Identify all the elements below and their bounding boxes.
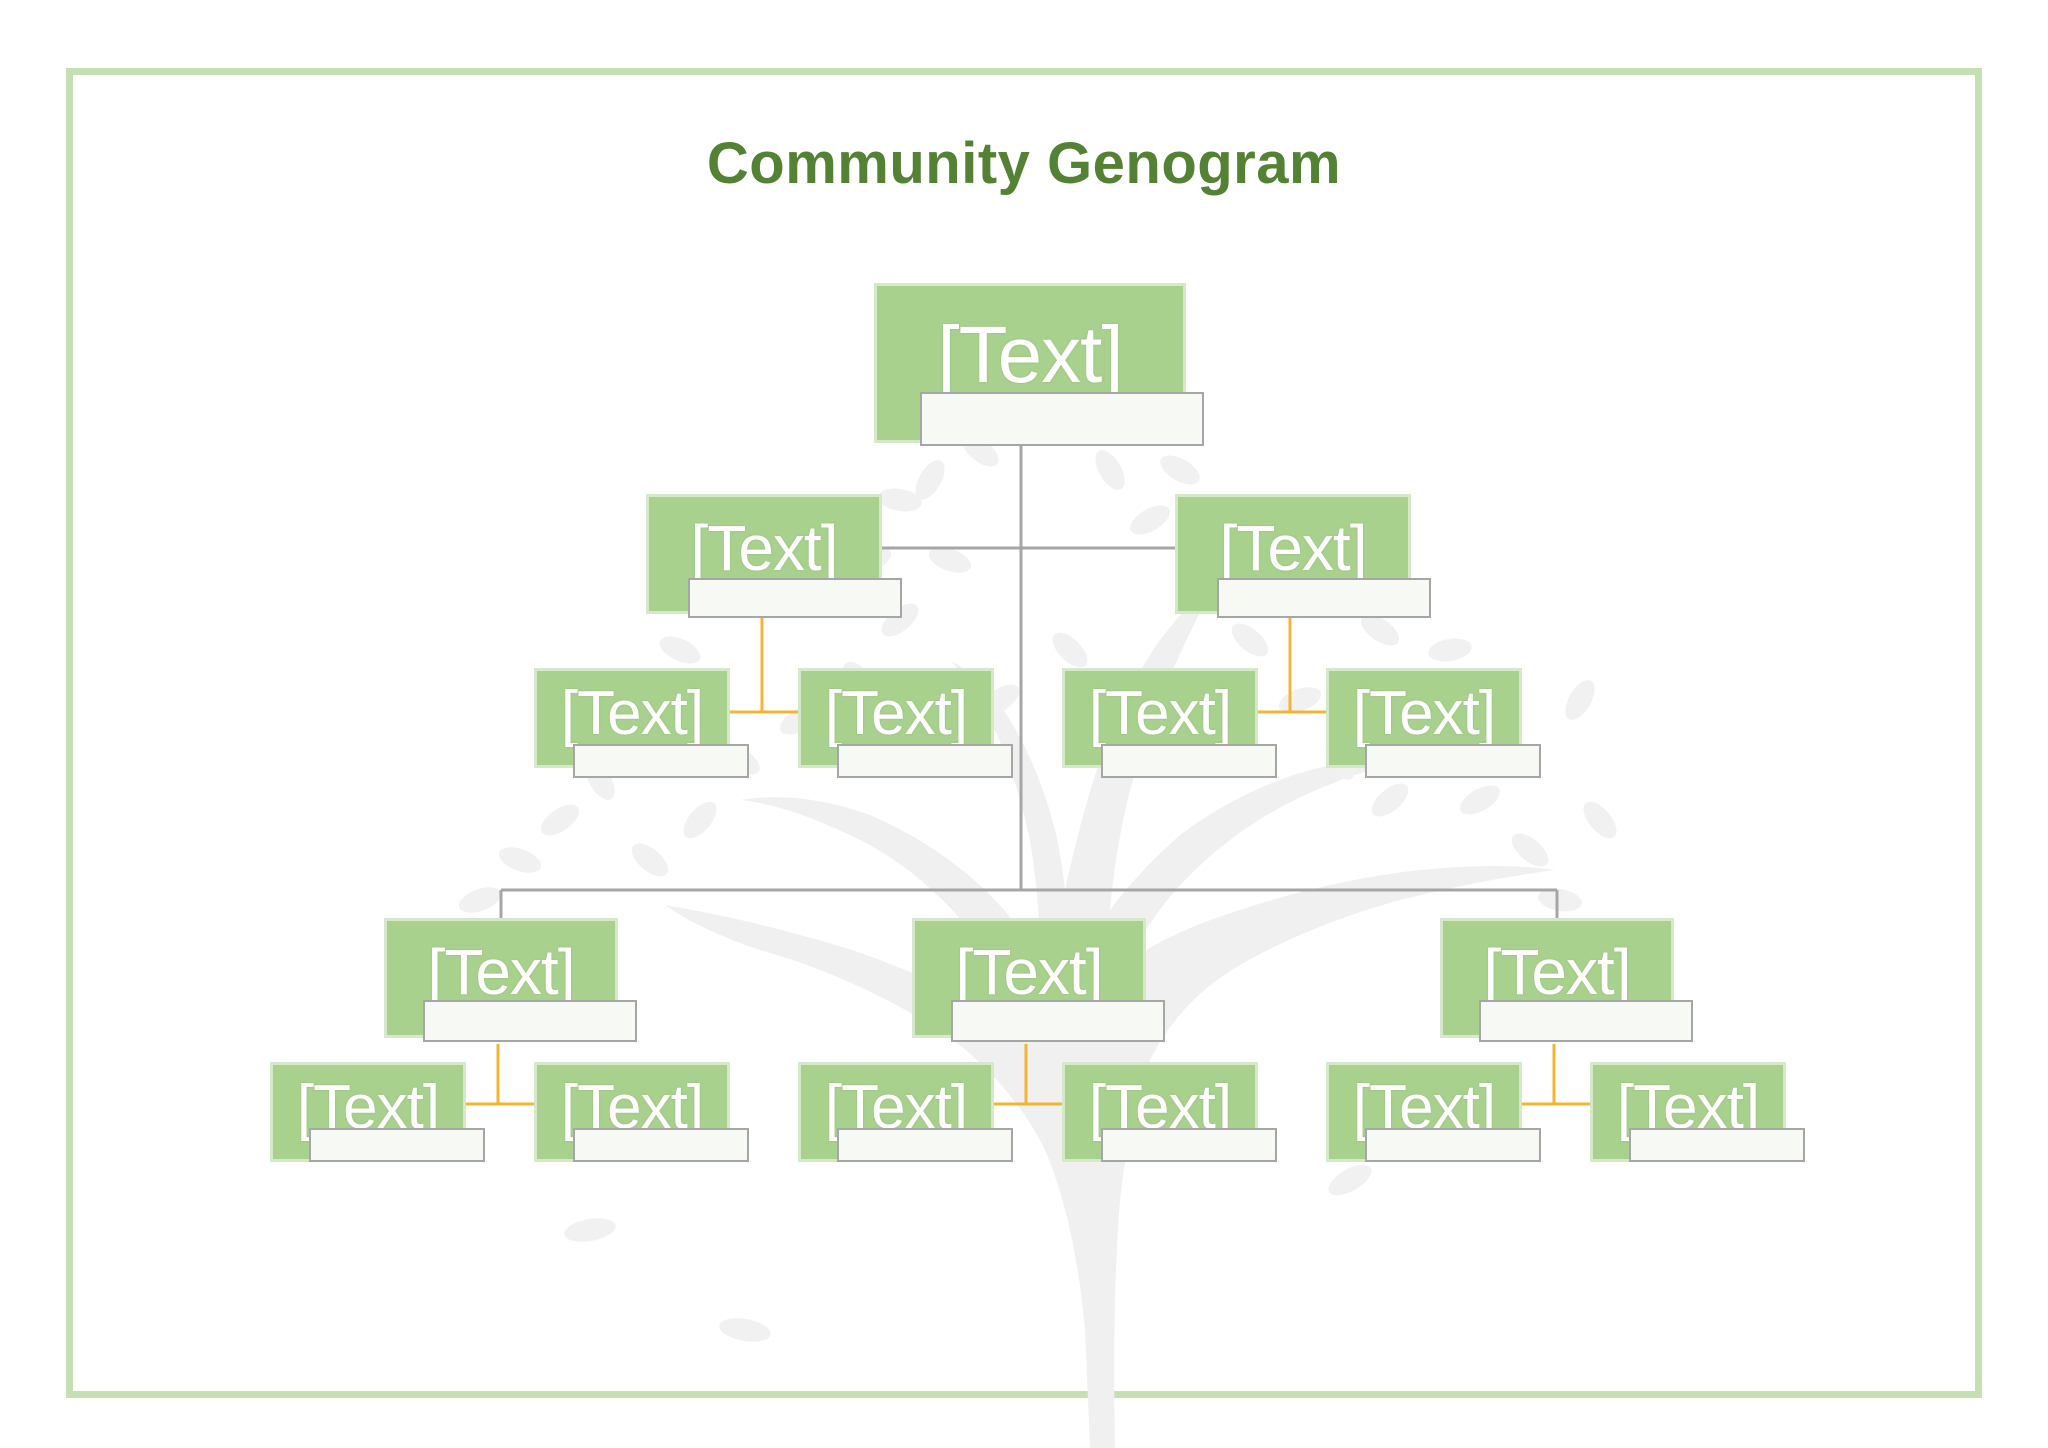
node-detail-field[interactable] <box>573 1128 749 1162</box>
node-detail-field[interactable] <box>688 578 902 618</box>
node-detail-field[interactable] <box>1217 578 1431 618</box>
node-detail-field[interactable] <box>1629 1128 1805 1162</box>
node-detail-field[interactable] <box>951 1000 1165 1042</box>
node-detail-field[interactable] <box>423 1000 637 1042</box>
node-label[interactable]: [Text] <box>1326 668 1522 768</box>
node-detail-field[interactable] <box>837 1128 1013 1162</box>
node-detail-field[interactable] <box>1479 1000 1693 1042</box>
node-detail-field[interactable] <box>920 392 1204 446</box>
node-detail-field[interactable] <box>573 744 749 778</box>
node-detail-field[interactable] <box>1101 1128 1277 1162</box>
node-detail-field[interactable] <box>1365 1128 1541 1162</box>
node-detail-field[interactable] <box>309 1128 485 1162</box>
node-detail-field[interactable] <box>837 744 1013 778</box>
page-title: Community Genogram <box>706 131 1342 196</box>
node-detail-field[interactable] <box>1101 744 1277 778</box>
node-detail-field[interactable] <box>1365 744 1541 778</box>
